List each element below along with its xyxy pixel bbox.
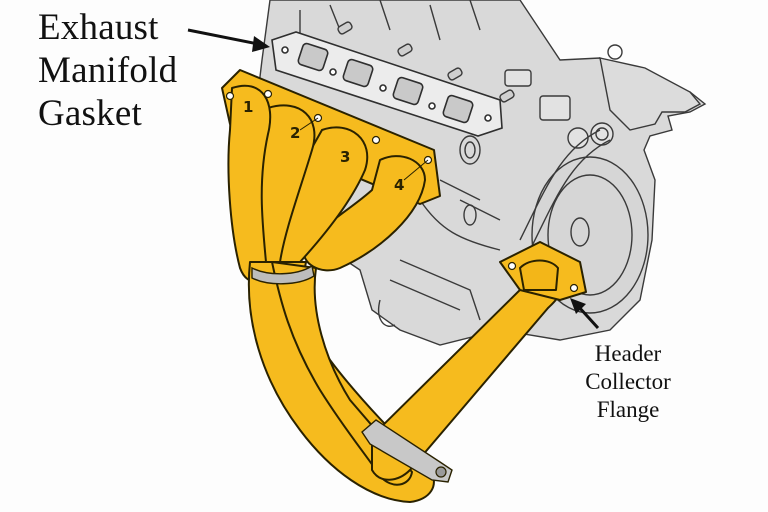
runner-numbers: 1 2 3 4	[243, 98, 429, 194]
bracket-bolt	[435, 466, 447, 478]
gasket-label-line-1: Exhaust	[38, 7, 159, 48]
flange-label-line-1: Header	[594, 341, 662, 366]
gasket-leader-arrow	[187, 28, 270, 52]
exhaust-manifold-gasket	[271, 31, 503, 137]
flange-leader-arrow	[570, 298, 600, 330]
runner-number-1: 1	[243, 98, 253, 116]
runner-number-2: 2	[290, 124, 300, 142]
flange-label-line-3: Flange	[596, 397, 660, 422]
exhaust-header	[221, 69, 587, 503]
flange-label-line-2: Collector	[585, 369, 671, 394]
flange-label: Header Collector Flange	[566, 340, 690, 424]
gasket-label: Exhaust Manifold Gasket	[38, 6, 177, 135]
gasket-label-line-3: Gasket	[38, 93, 142, 134]
header-hanger-bracket	[361, 419, 453, 483]
runner-number-4: 4	[394, 176, 404, 194]
runner-number-3: 3	[340, 148, 350, 166]
gasket-label-line-2: Manifold	[38, 50, 178, 91]
header-band-clamp	[251, 264, 315, 285]
